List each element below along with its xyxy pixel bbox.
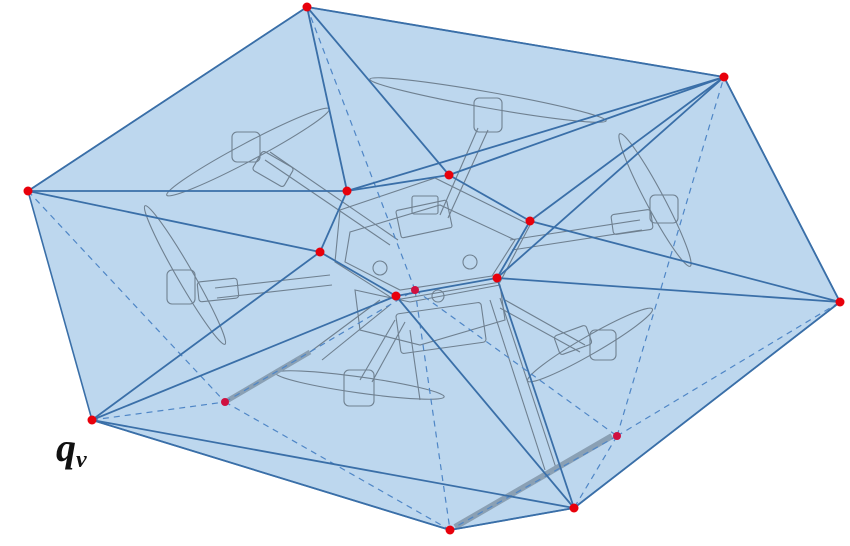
vertex (411, 286, 419, 294)
esc (610, 209, 654, 235)
drone-arm (499, 307, 581, 353)
label-main: q (56, 425, 76, 470)
drone-arm (509, 219, 641, 241)
drone-arm (216, 284, 333, 299)
vertex (525, 216, 535, 226)
hull-vertices (23, 2, 845, 535)
esc (196, 277, 240, 303)
vertex (391, 291, 401, 301)
motor (473, 97, 503, 133)
frame-mid-plate (344, 204, 516, 291)
esc (252, 151, 294, 187)
drone-arm (214, 274, 331, 289)
motor (649, 194, 679, 224)
drone-arm (371, 321, 406, 383)
frame-bottom (354, 284, 506, 346)
gps-module (411, 195, 439, 215)
hull-polygon (27, 6, 841, 531)
esc (553, 325, 593, 355)
vertex (23, 186, 33, 196)
landing-leg (321, 304, 391, 361)
frame-hole (372, 260, 388, 276)
motor (166, 269, 196, 305)
propeller (369, 77, 607, 123)
vertex (315, 247, 325, 257)
vertex (444, 170, 454, 180)
vertex (835, 297, 845, 307)
motor (343, 369, 375, 407)
visible-edges (27, 6, 841, 531)
vertex (445, 525, 455, 535)
vertex (221, 398, 229, 406)
frame-hole (462, 254, 478, 270)
vertex-set-label: qv (56, 425, 87, 473)
motor (231, 131, 261, 163)
vertex (342, 186, 352, 196)
landing-leg (409, 329, 421, 401)
landing-leg (499, 297, 557, 469)
controller (395, 199, 453, 239)
vertex (492, 273, 502, 283)
vertex (613, 432, 621, 440)
propeller (143, 205, 227, 345)
label-subscript: v (76, 447, 87, 473)
battery (395, 302, 487, 354)
vertex (569, 503, 579, 513)
drone-arm (264, 159, 391, 246)
landing-leg (489, 299, 546, 471)
propeller (618, 133, 692, 267)
vertex (87, 415, 97, 425)
vertex (302, 2, 312, 12)
vertex (719, 72, 729, 82)
drone-arm (504, 299, 586, 346)
drone-arm (447, 129, 489, 219)
frame-hole (431, 289, 445, 303)
landing-leg (309, 299, 381, 353)
